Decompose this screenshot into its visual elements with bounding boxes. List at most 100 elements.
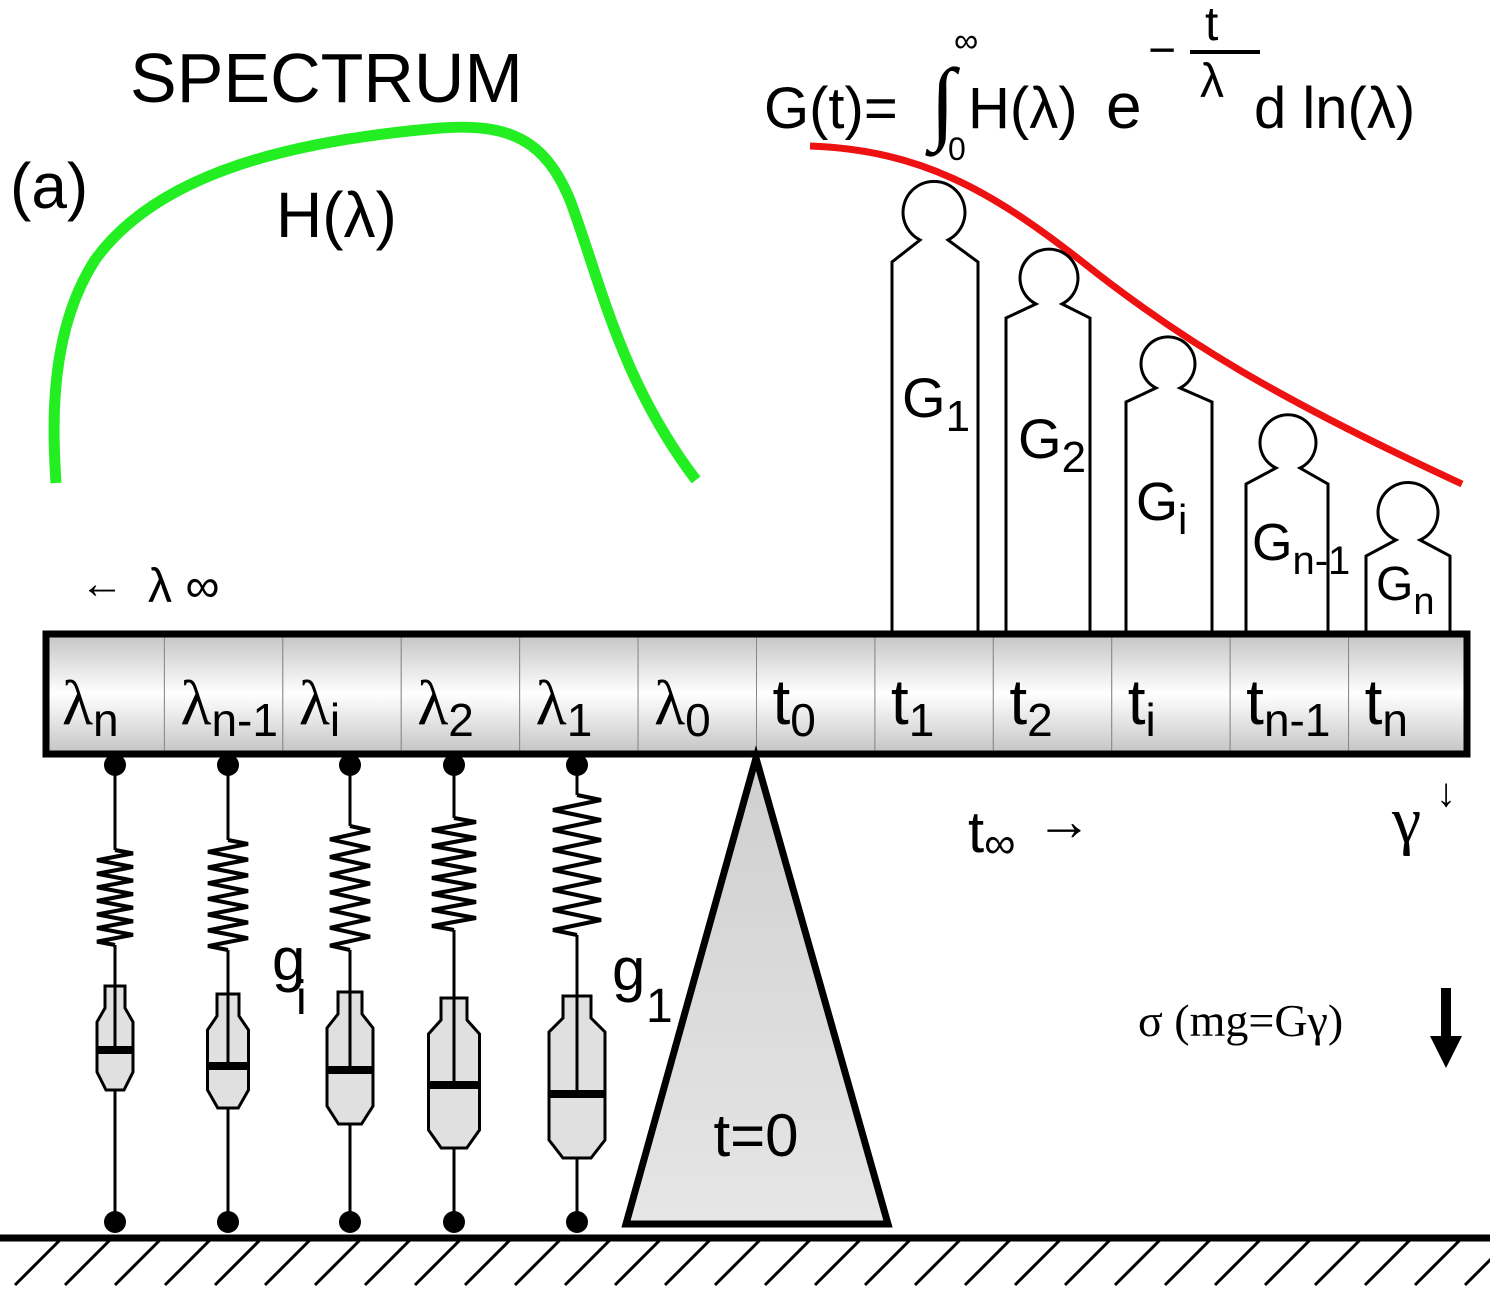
beam-cell (637, 633, 757, 755)
beam-cell-label: λ1 (536, 667, 593, 746)
ground-hatch (663, 1238, 712, 1287)
weight-g2-label: G2 (1018, 407, 1086, 482)
beam-cell (163, 633, 284, 755)
t-infinity-label: t∞ (968, 800, 1016, 868)
weight-gi-label: Gi (1136, 472, 1187, 543)
spectrum-curve-label: H(λ) (276, 179, 397, 251)
spectrum-title: SPECTRUM (130, 39, 523, 117)
beam-cell (1111, 633, 1231, 755)
beam-cell (400, 633, 521, 755)
beam-cell-label: λ2 (417, 667, 474, 746)
ground-hatch (463, 1238, 512, 1287)
formula-exp-denominator: λ (1200, 55, 1224, 108)
beam-cell-label: λn (62, 667, 119, 746)
ground-hatch (763, 1238, 812, 1287)
weights-group: G1 G2 Gi Gn-1 Gn (890, 179, 1452, 634)
maxwell-elements (95, 754, 607, 1233)
weight-g1-label: G1 (902, 366, 970, 441)
beam-cell (45, 633, 165, 755)
maxwell-element (427, 754, 481, 1233)
spring (552, 793, 602, 937)
maxwell-element (95, 754, 135, 1233)
weight-gi: Gi (1124, 335, 1214, 634)
formula-integral-sign: ∫ (925, 50, 960, 157)
ground-hatch (1313, 1238, 1362, 1287)
lambda-infinity-label: λ ∞ (148, 560, 220, 613)
ground-hatch (513, 1238, 562, 1287)
spring-label-g1: g1 (612, 936, 673, 1033)
weight-g2: G2 (1004, 247, 1092, 634)
beam-cell-label: λn-1 (180, 667, 278, 746)
gamma-label: γ (1391, 784, 1421, 857)
ground-hatch (1263, 1238, 1312, 1287)
formula-lower-limit: 0 (948, 131, 966, 167)
weight-gn-1-label: Gn-1 (1252, 514, 1350, 583)
ground-hatch (313, 1238, 362, 1287)
beam-cell (992, 633, 1113, 755)
beam-cell-label: t0 (773, 666, 816, 746)
spring (96, 848, 134, 947)
beam-cell-label: t1 (891, 666, 934, 746)
ground-hatch (13, 1238, 62, 1287)
ground-hatch (913, 1238, 962, 1287)
formula-upper-limit: ∞ (954, 22, 978, 60)
ground-hatch (563, 1238, 612, 1287)
weight-gn-label: Gn (1376, 558, 1434, 623)
beam-cell-label: tn-1 (1246, 666, 1330, 746)
ground-hatch (613, 1238, 662, 1287)
beam-cell-label: λi (299, 667, 340, 746)
formula-lhs: G(t)= (764, 76, 898, 141)
relaxation-modulus-curve (809, 142, 1464, 488)
t-infinity-indicator: t∞ → (968, 789, 1092, 868)
stress-sigma-indicator: σ (mg=Gγ) (1138, 988, 1462, 1068)
ground-hatch (1413, 1238, 1462, 1287)
relaxation-formula: G(t)= ∫ ∞ 0 H(λ) e − t λ d ln(λ) (764, 0, 1415, 167)
maxwell-element (547, 754, 607, 1233)
ground-hatch (263, 1238, 312, 1287)
ground-hatch (863, 1238, 912, 1287)
ground-hatch (63, 1238, 112, 1287)
formula-integrand: H(λ) (968, 76, 1078, 141)
ground-hatch (713, 1238, 762, 1287)
ground-hatch (1063, 1238, 1112, 1287)
ground-hatch (1213, 1238, 1262, 1287)
ground-hatch (1163, 1238, 1212, 1287)
beam-cell (874, 633, 994, 755)
beam-cell-label: ti (1128, 666, 1156, 746)
formula-exp-base: e (1106, 70, 1142, 142)
maxwell-element (325, 754, 375, 1233)
weight-g1: G1 (890, 179, 980, 634)
formula-exp-sign: − (1148, 24, 1176, 77)
ground-joint (443, 1211, 465, 1233)
ground-joint (217, 1211, 239, 1233)
t-infinity-arrow: → (1036, 789, 1092, 852)
ground-hatch (1363, 1238, 1412, 1287)
ground-hatch (813, 1238, 862, 1287)
spring (329, 824, 371, 952)
beam-cell-label: tn (1365, 666, 1408, 746)
ground (0, 1234, 1490, 1287)
weight-gn: Gn (1364, 481, 1452, 634)
ground-hatch (1463, 1257, 1490, 1287)
ground-hatch (1113, 1238, 1162, 1287)
maxwell-element (206, 754, 250, 1233)
beam-cell-label: λ0 (654, 667, 711, 746)
spring (431, 816, 477, 932)
gamma-arrow: ↓ (1436, 771, 1456, 815)
ground-hatch (963, 1238, 1012, 1287)
fulcrum-label: t=0 (713, 1102, 798, 1169)
ground-hatch (213, 1238, 262, 1287)
panel-label: (a) (10, 150, 88, 222)
lambda-infinity-arrow: ← (80, 559, 124, 608)
weight-gn-1: Gn-1 (1244, 413, 1350, 634)
ground-hatch (163, 1238, 212, 1287)
beam-cell (1229, 633, 1350, 755)
spectrum-curve (48, 121, 701, 484)
ground-hatch (113, 1238, 162, 1287)
ground-hatch (413, 1238, 462, 1287)
strain-gamma-indicator: γ ↓ (1391, 771, 1456, 857)
ground-joint (566, 1211, 588, 1233)
sigma-arrow-head (1430, 1036, 1462, 1068)
